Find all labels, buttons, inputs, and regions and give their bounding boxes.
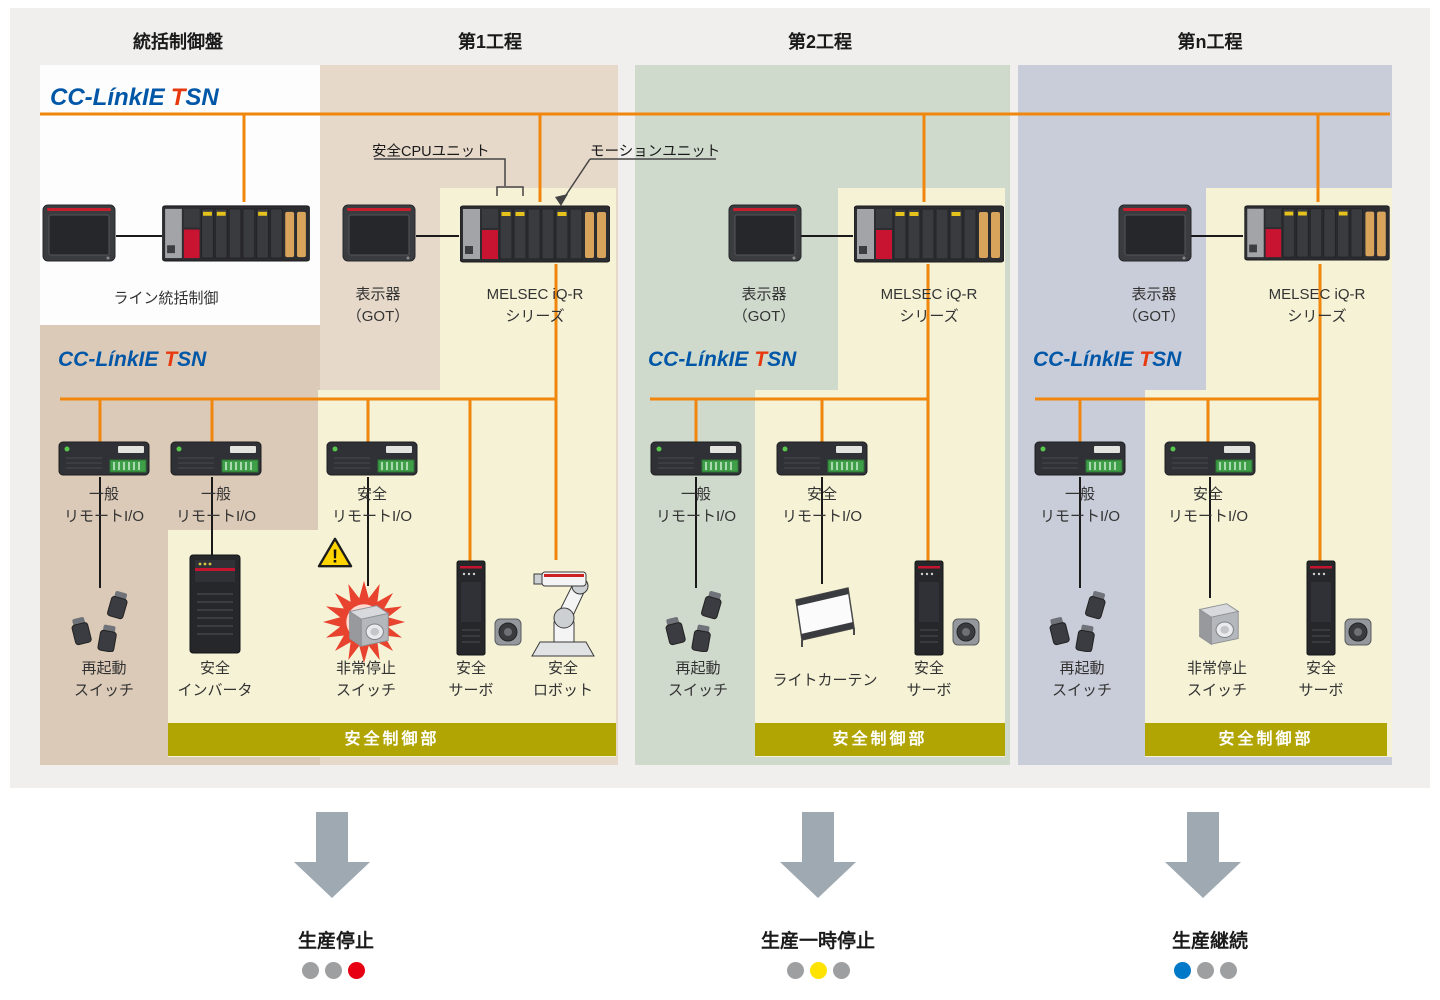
got-label: 表示器（GOT） bbox=[346, 286, 410, 325]
pn-safety-control-bar: 安全制御部 bbox=[1145, 723, 1387, 756]
remote-io-icon bbox=[1034, 438, 1126, 478]
plc-icon bbox=[1244, 200, 1390, 262]
status-dots-stop bbox=[283, 962, 383, 979]
status-dots-pause bbox=[768, 962, 868, 979]
header-process1: 第1工程 bbox=[457, 32, 522, 52]
light-curtain-icon bbox=[788, 580, 862, 652]
restart-label: 再起動スイッチ bbox=[73, 660, 134, 699]
p2-safety-control-bar: 安全制御部 bbox=[755, 723, 1005, 756]
got-icon bbox=[342, 204, 416, 262]
outcome-label-continue: 生産継続 bbox=[1171, 931, 1248, 952]
status-dot bbox=[347, 962, 365, 979]
remote-io-icon bbox=[1164, 438, 1256, 478]
warning-icon bbox=[316, 536, 354, 570]
restart-label: 再起動スイッチ bbox=[1051, 660, 1112, 699]
general-io-label: 一般リモートI/O bbox=[1039, 486, 1120, 525]
estop-label: 非常停止スイッチ bbox=[1186, 660, 1247, 699]
p1-safety-control-bar: 安全制御部 bbox=[168, 723, 616, 756]
status-dot bbox=[324, 962, 342, 979]
remote-io-icon bbox=[58, 438, 150, 478]
restart-label: 再起動スイッチ bbox=[667, 660, 728, 699]
master-section-bg bbox=[40, 65, 320, 325]
servo-label: 安全サーボ bbox=[1298, 660, 1344, 699]
robot-icon bbox=[524, 558, 602, 658]
status-dot bbox=[1219, 962, 1237, 979]
general-io-label: 一般リモートI/O bbox=[175, 486, 256, 525]
restart-switch-icon bbox=[656, 586, 740, 652]
safety-io-label: 安全リモートI/O bbox=[781, 486, 862, 525]
light-curtain-label: ライトカーテン bbox=[772, 672, 878, 689]
main-panel: 統括制御盤 第1工程 第2工程 第n工程 bbox=[10, 8, 1430, 788]
header-process2: 第2工程 bbox=[787, 32, 852, 52]
servo-icon bbox=[1306, 560, 1336, 656]
motor-icon bbox=[1344, 618, 1372, 646]
remote-io-icon bbox=[650, 438, 742, 478]
annotation-motion-unit: モーションユニット bbox=[590, 144, 721, 160]
header-master: 統括制御盤 bbox=[133, 32, 223, 52]
status-dot bbox=[832, 962, 850, 979]
header-processn: 第n工程 bbox=[1177, 32, 1243, 52]
remote-io-icon bbox=[170, 438, 262, 478]
master-device-label: ライン統括制御 bbox=[113, 290, 219, 307]
plc-icon bbox=[460, 200, 610, 264]
servo-label: 安全サーボ bbox=[448, 660, 494, 699]
servo-icon bbox=[914, 560, 944, 656]
down-arrow-icon bbox=[1165, 812, 1241, 898]
robot-label: 安全ロボット bbox=[532, 660, 593, 699]
inverter-label: 安全インバータ bbox=[177, 660, 253, 699]
status-dot bbox=[809, 962, 827, 979]
servo-icon bbox=[456, 560, 486, 656]
servo-label: 安全サーボ bbox=[906, 660, 952, 699]
outcome-label-stop: 生産停止 bbox=[297, 931, 374, 952]
safety-io-label: 安全リモートI/O bbox=[331, 486, 412, 525]
restart-switch-icon bbox=[1040, 586, 1124, 652]
annotation-safety-cpu: 安全CPUユニット bbox=[372, 144, 490, 160]
down-arrow-icon bbox=[294, 812, 370, 898]
motor-icon bbox=[952, 618, 980, 646]
restart-switch-icon bbox=[62, 586, 146, 652]
outcome-label-pause: 生産一時停止 bbox=[760, 931, 875, 952]
remote-io-icon bbox=[326, 438, 418, 478]
status-dot bbox=[1173, 962, 1191, 979]
remote-io-icon bbox=[776, 438, 868, 478]
down-arrow-icon bbox=[780, 812, 856, 898]
general-io-label: 一般リモートI/O bbox=[63, 486, 144, 525]
estop-icon bbox=[340, 598, 394, 652]
status-dots-continue bbox=[1155, 962, 1255, 979]
estop-icon bbox=[1190, 596, 1244, 650]
motor-icon bbox=[494, 618, 522, 646]
status-dot bbox=[786, 962, 804, 979]
plc-icon bbox=[854, 200, 1004, 264]
estop-label: 非常停止スイッチ bbox=[335, 660, 396, 699]
status-dot bbox=[301, 962, 319, 979]
inverter-icon bbox=[188, 554, 242, 654]
safety-io-label: 安全リモートI/O bbox=[1167, 486, 1248, 525]
got-icon bbox=[1118, 204, 1192, 262]
got-label: 表示器（GOT） bbox=[732, 286, 796, 325]
status-dot bbox=[1196, 962, 1214, 979]
general-io-label: 一般リモートI/O bbox=[655, 486, 736, 525]
got-label: 表示器（GOT） bbox=[1122, 286, 1186, 325]
got-icon bbox=[42, 204, 116, 262]
got-icon bbox=[728, 204, 802, 262]
plc-icon bbox=[162, 200, 310, 263]
